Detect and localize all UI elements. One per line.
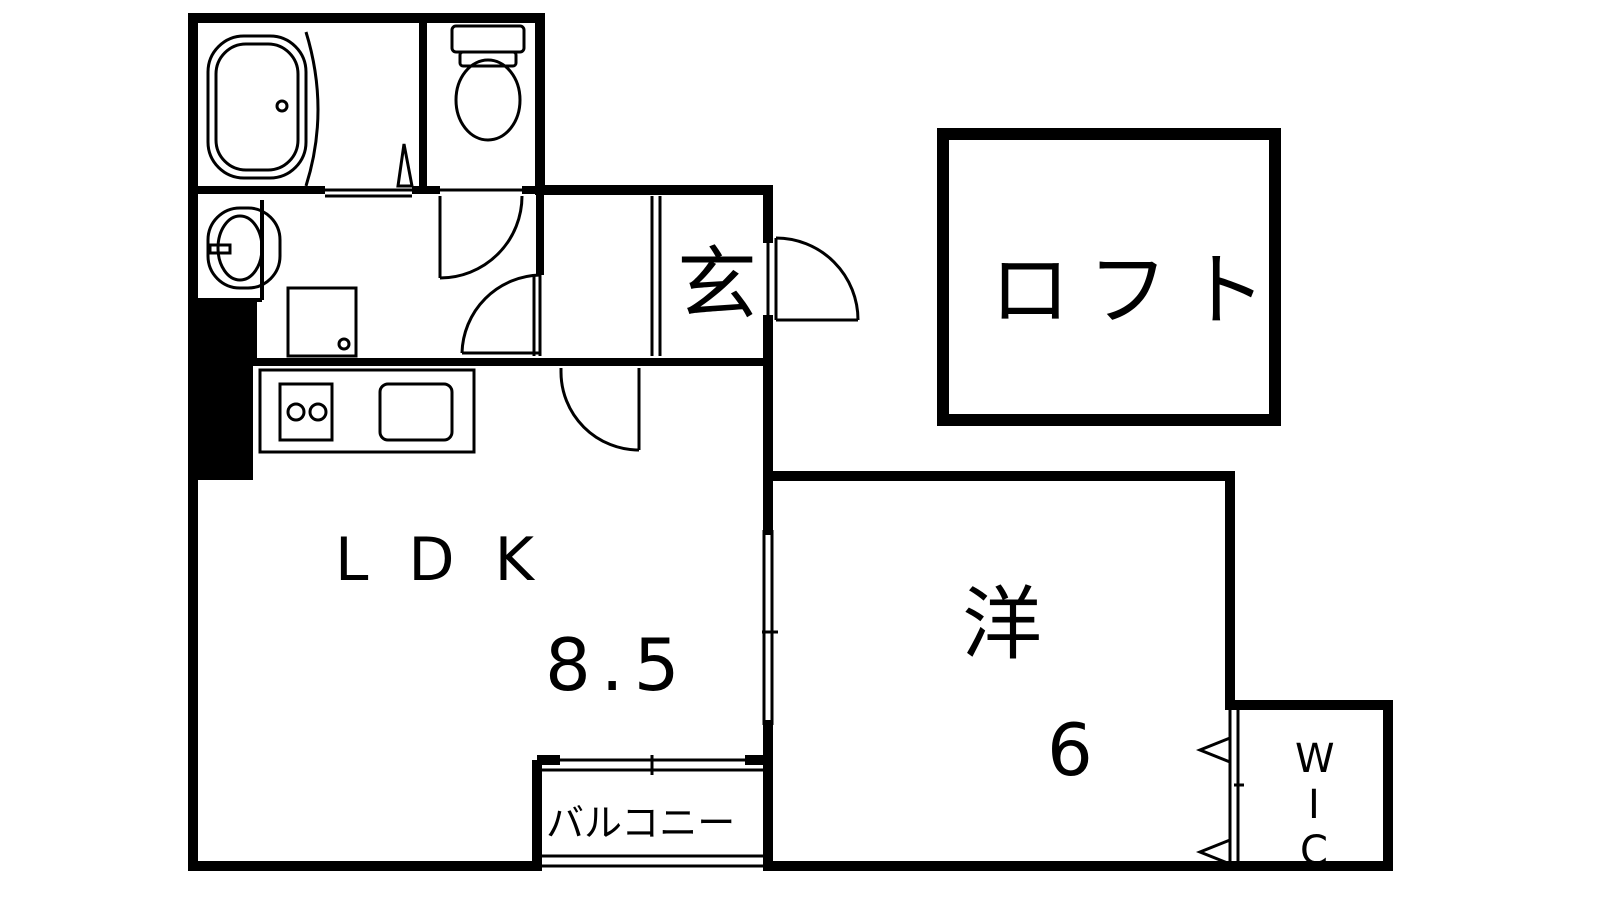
wic-letter-c: C — [1300, 828, 1328, 874]
washing-machine — [286, 286, 358, 358]
shower-fixture — [396, 143, 414, 188]
kitchen-counter — [258, 368, 476, 454]
wic-letter-i: I — [1308, 782, 1320, 828]
wic-letter-w: W — [1295, 736, 1335, 782]
front-door — [766, 236, 860, 322]
balcony-label: バルコニー — [546, 801, 735, 845]
wic-door — [1195, 705, 1244, 866]
loft-label: ロフト — [990, 244, 1284, 337]
walls — [188, 13, 1393, 871]
toilet-door — [438, 188, 524, 280]
washroom-door — [460, 273, 542, 356]
ldk-door — [559, 368, 641, 452]
entrance-label: 玄 — [677, 238, 757, 331]
bathtub — [206, 31, 320, 187]
bath-door — [325, 188, 412, 198]
ldk-label: LDK — [335, 525, 574, 595]
entrance-step — [650, 196, 662, 356]
western-label: 洋 — [962, 578, 1042, 671]
loft-outline — [937, 128, 1281, 426]
western-size: 6 — [1047, 708, 1093, 792]
washbasin — [206, 206, 282, 290]
ldk-size: 8.5 — [545, 623, 690, 707]
toilet — [450, 24, 526, 142]
column — [193, 300, 253, 480]
interior-walls — [193, 18, 768, 366]
sliding-door-ldk-western — [762, 530, 778, 725]
